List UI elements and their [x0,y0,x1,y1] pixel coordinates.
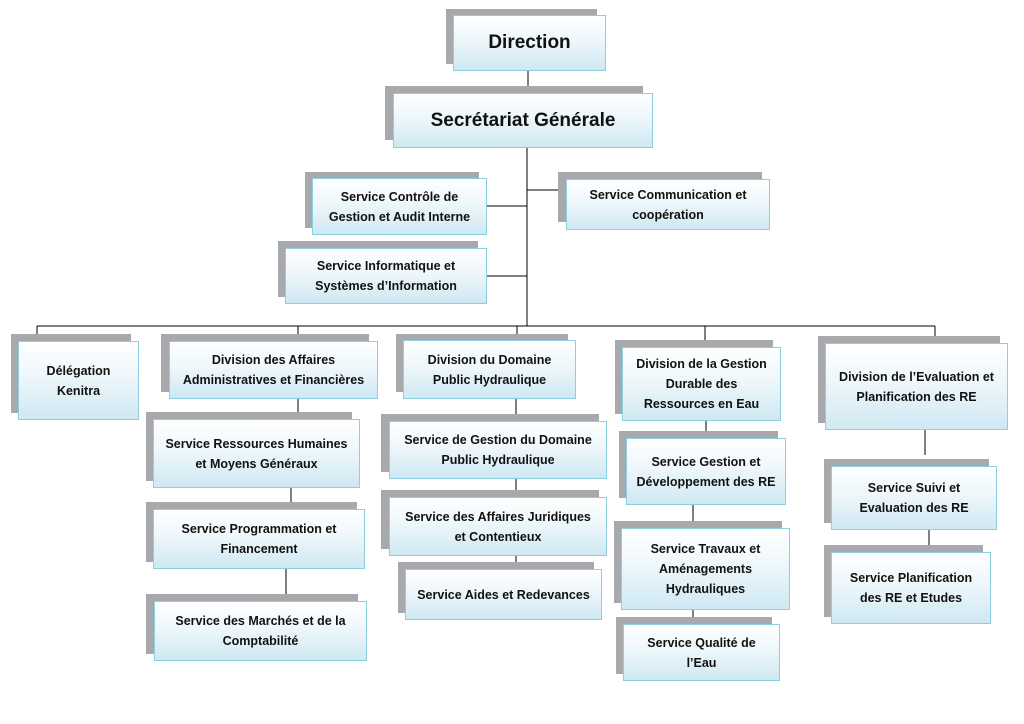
node-label: Service des Affaires Juridiques [405,509,591,524]
node-label: Service Aides et Redevances [417,587,590,602]
node-label: Service Qualité de [647,635,756,650]
node-label: Service Planification [849,571,973,585]
node-label: Kenitra [56,383,101,398]
node-service-aides-redevances: Service Aides et Redevances [398,562,602,620]
node-label: coopération [632,207,704,222]
node-label: Service de Gestion du Domaine [404,433,592,447]
node-label: et Moyens Généraux [195,456,318,471]
node-label: Délégation [46,363,111,378]
node-label: Service Ressources Humaines [165,436,348,451]
node-delegation-kenitra: Délégation Kenitra [11,334,139,420]
node-label: Service des Marchés et de la [175,614,346,628]
node-label: Evaluation des RE [859,501,969,515]
node-service-controle-gestion: Service Contrôle de Gestion et Audit Int… [305,172,487,235]
node-service-affaires-juridiques: Service des Affaires Juridiques et Conte… [381,490,607,556]
node-label: Planification des RE [856,389,977,404]
node-division-affaires: Division des Affaires Administratives et… [161,334,378,399]
node-label: Service Informatique et [316,259,456,273]
node-service-suivi-evaluation: Service Suivi et Evaluation des RE [824,459,997,530]
node-label: Administratives et Financières [182,373,365,387]
node-label: Service Communication et [589,187,747,202]
node-label: et Contentieux [454,529,542,544]
node-direction: Direction [446,9,606,71]
node-service-communication: Service Communication et coopération [558,172,770,230]
node-label: Financement [220,542,298,556]
node-service-gestion-developpement: Service Gestion et Développement des RE [619,431,786,505]
node-label: des RE et Etudes [859,591,963,605]
node-division-evaluation: Division de l’Evaluation et Planificatio… [818,336,1008,430]
node-label: Gestion et Audit Interne [328,209,471,224]
node-label: Service Programmation et [181,522,337,536]
node-secretariat-generale: Secrétariat Générale [385,86,653,148]
node-label: Direction [488,32,571,53]
node-label: Division de l’Evaluation et [839,369,994,384]
node-service-travaux: Service Travaux et Aménagements Hydrauli… [614,521,790,610]
node-label: Durable des [665,377,738,391]
node-service-informatique: Service Informatique et Systèmes d’Infor… [278,241,487,304]
node-label: l’Eau [686,655,717,670]
node-label: Public Hydraulique [432,372,547,387]
node-label: Service Gestion et [651,454,761,469]
node-label: Hydrauliques [665,582,746,596]
node-label: Division de la Gestion [636,357,767,371]
node-service-planification: Service Planification des RE et Etudes [824,545,991,624]
node-label: Service Suivi et [867,481,961,495]
node-label: Service Travaux et [650,542,761,556]
node-label: Division du Domaine [427,352,552,367]
node-label: Aménagements [658,562,753,576]
node-label: Public Hydraulique [441,453,555,467]
node-division-domaine: Division du Domaine Public Hydraulique [396,334,576,399]
node-label: Comptabilité [222,634,299,648]
node-division-gestion-durable: Division de la Gestion Durable des Resso… [615,340,781,421]
node-label: Service Contrôle de [340,189,459,204]
node-label: Systèmes d’Information [315,279,457,293]
node-service-ressources-humaines: Service Ressources Humaines et Moyens Gé… [146,412,360,488]
node-service-programmation: Service Programmation et Financement [146,502,365,569]
node-label: Secrétariat Générale [430,109,616,131]
node-service-qualite-eau: Service Qualité de l’Eau [616,617,780,681]
node-label: Division des Affaires [211,353,336,367]
node-label: Développement des RE [636,474,776,489]
node-service-marches: Service des Marchés et de la Comptabilit… [146,594,367,661]
node-label: Ressources en Eau [643,397,760,411]
node-service-gestion-domaine: Service de Gestion du Domaine Public Hyd… [381,414,607,479]
